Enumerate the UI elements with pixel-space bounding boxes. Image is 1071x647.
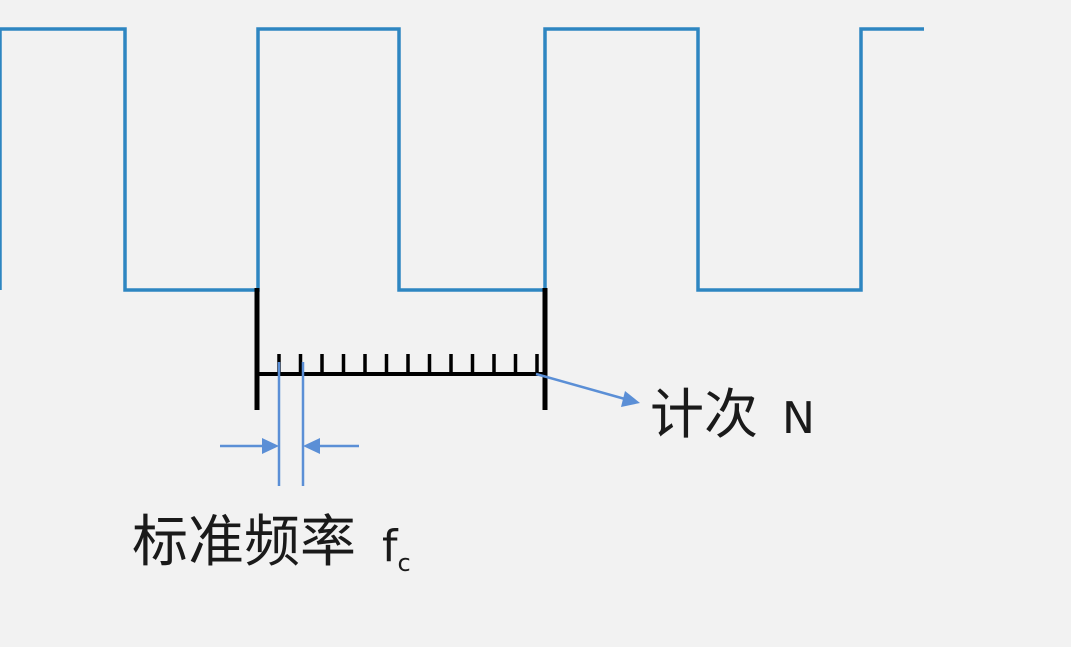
frequency-symbol: f (382, 521, 398, 572)
frequency-subscript: c (397, 549, 411, 577)
count-variable: N (782, 393, 815, 444)
standard-frequency-text: 标准频率 (132, 510, 356, 575)
period-arrowhead-left (262, 438, 279, 454)
count-scale-ticks (277, 354, 539, 374)
frequency-variable: fc (382, 521, 411, 577)
count-arrow-line (535, 372, 626, 401)
period-arrowhead-right (303, 438, 320, 454)
count-label: 计次 N (650, 380, 815, 454)
count-arrowhead (621, 391, 640, 407)
square-wave (0, 27, 924, 292)
standard-frequency-label: 标准频率 fc (132, 506, 411, 600)
count-text: 计次 (650, 383, 758, 446)
